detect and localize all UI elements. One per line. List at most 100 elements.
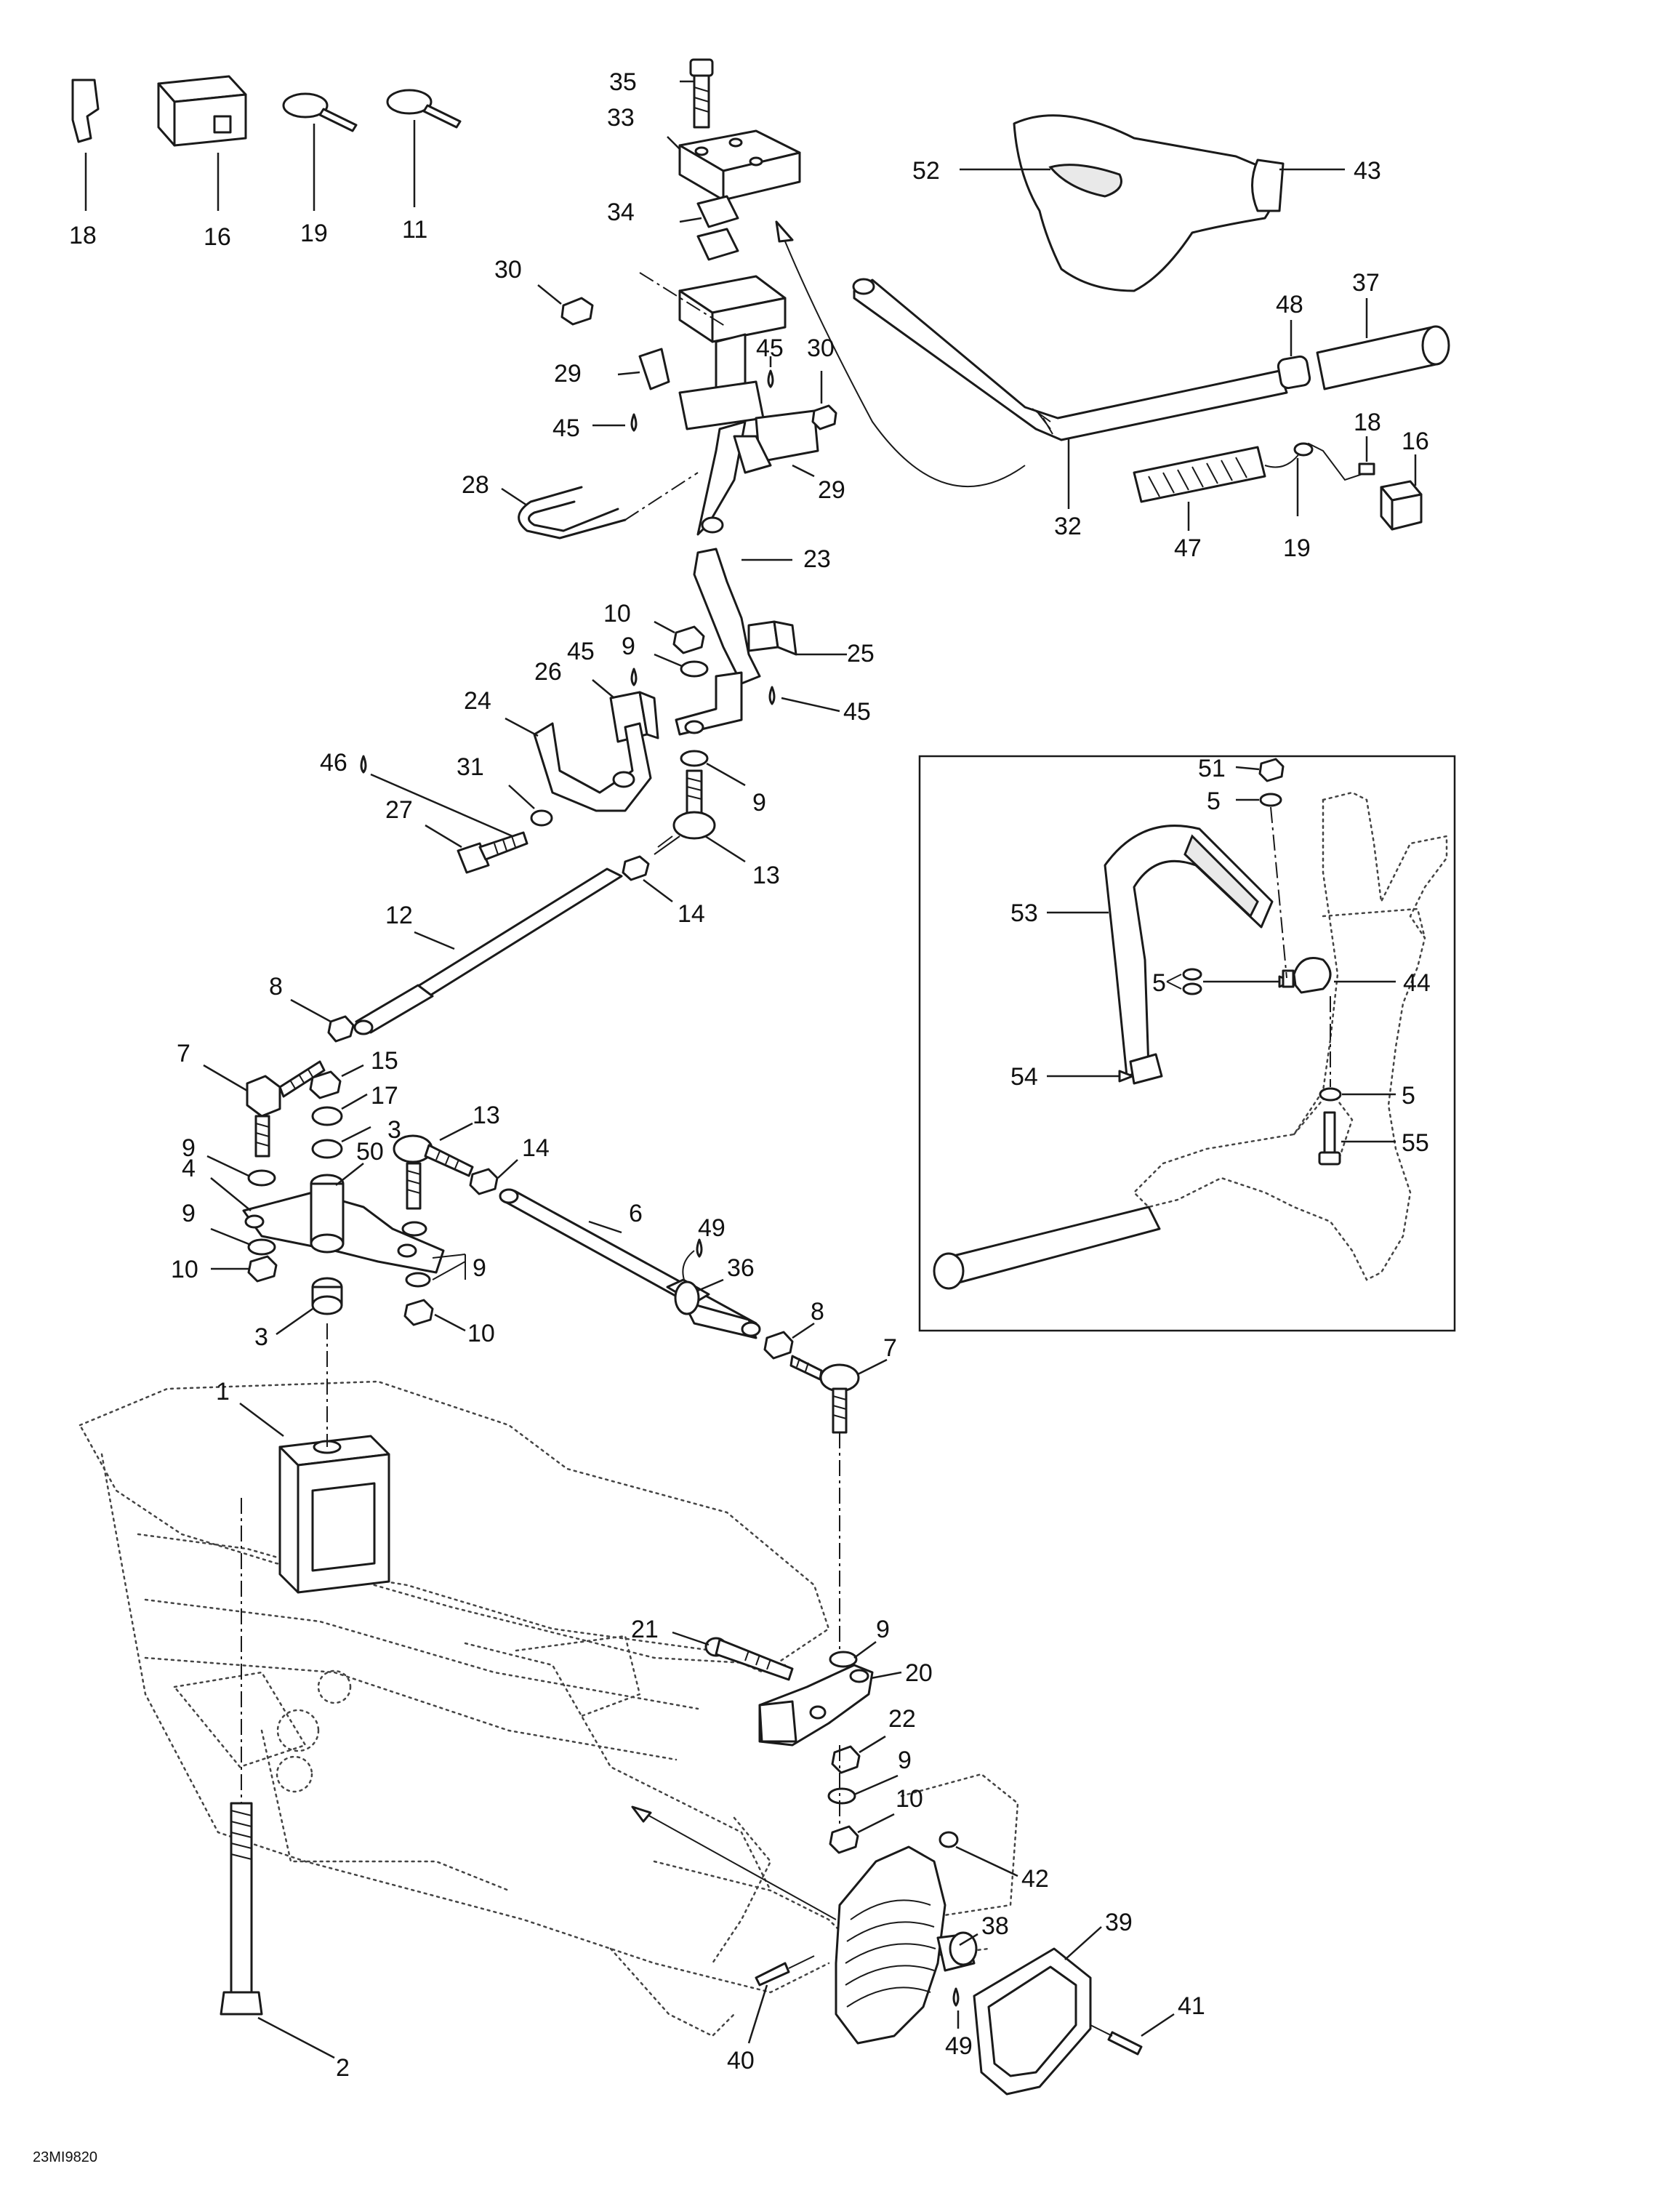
nut-14-lower [469,1159,518,1195]
bushing-34 [679,195,739,261]
washer-9-mid [680,750,746,787]
label-22: 22 [888,1705,916,1733]
grease-45-b [767,356,774,388]
clamp-36 [674,1278,724,1315]
label-14a: 14 [678,900,705,928]
nut-14-top [622,855,673,902]
bolt-2 [220,1802,335,2059]
label-13b: 13 [473,1102,500,1129]
steering-arm-25 [675,620,847,736]
bushing-3-top [311,1126,371,1159]
label-7b: 7 [883,1334,897,1362]
center-axis-left [241,1323,328,1803]
nut-10-right-4 [403,1299,466,1332]
tie-rod-12 [353,867,623,1035]
handlebar-pad-43 [960,114,1345,292]
washer-9-right-4 [401,1221,466,1288]
nut-15 [309,1064,364,1099]
label-13a: 13 [752,862,780,889]
label-16b: 16 [1402,428,1429,455]
label-9a: 9 [622,633,635,660]
tie-rod-end-7-right [789,1355,888,1434]
sleeve-48 [1277,320,1311,390]
label-48: 48 [1276,291,1303,318]
label-45b: 45 [756,334,784,362]
steering-arm-20 [758,1664,902,1747]
label-40: 40 [727,2047,755,2074]
label-53: 53 [1010,899,1038,927]
label-20: 20 [905,1659,933,1687]
label-9c: 9 [182,1134,196,1162]
u-bolt-28 [501,472,699,540]
label-45a: 45 [552,414,580,442]
assembly-arrow [775,220,1026,488]
label-24: 24 [464,687,491,715]
label-49b: 49 [945,2032,973,2060]
label-4: 4 [182,1155,196,1182]
grease-49-b [952,1987,960,2029]
label-18a: 18 [69,222,97,249]
label-14b: 14 [522,1134,550,1162]
label-29a: 29 [554,360,582,388]
steering-support-1 [239,1403,390,1594]
nut-8-top [290,998,355,1043]
label-10c: 10 [467,1320,495,1347]
nut-8-lower [763,1322,815,1360]
label-9b: 9 [752,789,766,817]
label-55: 55 [1402,1129,1429,1157]
rivet-40 [747,1955,815,2044]
boot-38 [835,1845,978,2045]
grease-45-a [592,413,638,432]
nut-30-top [537,284,594,326]
label-9f: 9 [876,1616,890,1643]
screw-55 [1318,1111,1396,1166]
steering-column-upper-23 [639,272,792,685]
label-47: 47 [1174,534,1202,562]
label-9g: 9 [898,1747,912,1774]
clamp-44 [1282,957,1396,994]
cable-tie-19 [282,92,358,211]
nut-10-lower [829,1813,895,1854]
label-52: 52 [912,157,940,185]
label-15: 15 [371,1047,398,1075]
label-2: 2 [336,2054,350,2082]
label-16a: 16 [204,223,231,251]
label-28: 28 [462,471,489,499]
label-50: 50 [356,1138,384,1166]
inset-box [918,755,1456,1332]
arrow-head [631,1805,652,1823]
label-11: 11 [402,216,427,244]
label-18b: 18 [1354,409,1381,436]
bracket-24 [505,717,652,812]
label-7a: 7 [177,1040,190,1067]
arrow-to-frame [639,1810,837,1920]
washer-9-upper [654,653,709,678]
label-31: 31 [457,753,484,781]
label-30b: 30 [807,334,835,362]
label-44: 44 [1403,969,1431,997]
label-30a: 30 [494,256,522,284]
label-39: 39 [1105,1909,1133,1936]
label-19a: 19 [300,220,328,247]
washer-17 [311,1093,368,1126]
label-45d: 45 [843,698,871,726]
label-27: 27 [385,796,413,824]
heated-grip-47 [1133,446,1266,531]
connector-housing-16 [157,75,247,211]
label-25: 25 [847,640,875,667]
grease-45-d [768,686,840,713]
label-35: 35 [609,68,637,96]
label-33: 33 [607,104,635,132]
label-3b: 3 [254,1323,268,1351]
tie-rod-end-13-lower [393,1122,474,1210]
tie-rod-end-13-top [654,769,746,863]
label-9d: 9 [182,1200,196,1227]
washers-5-pair [1166,968,1294,995]
label-9e: 9 [473,1254,486,1282]
rivet-41 [1090,2013,1175,2056]
label-10d: 10 [896,1785,923,1813]
label-19b: 19 [1283,534,1311,562]
label-3a: 3 [387,1116,401,1144]
callout-labels: 18 16 19 11 35 33 34 30 29 45 45 30 29 2… [33,68,1431,2165]
label-21: 21 [631,1616,659,1643]
